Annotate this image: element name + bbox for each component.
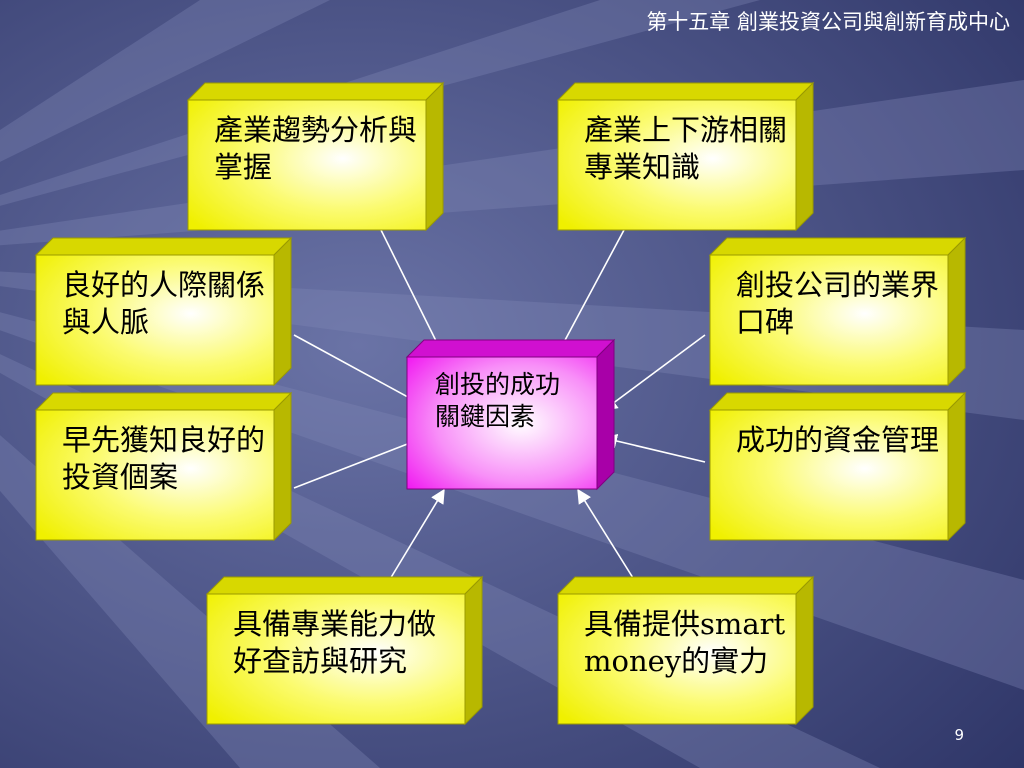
factor-box-early-insight xyxy=(34,391,293,542)
factor-box-smart-money xyxy=(556,575,815,726)
factor-label-early-insight: 早先獲知良好的投資個案 xyxy=(62,423,266,494)
factor-label-smart-money: 具備提供smart money的實力 xyxy=(584,607,786,678)
arrow-supply-chain xyxy=(555,229,625,359)
factor-box-reputation xyxy=(708,236,967,387)
factor-box-supply-chain xyxy=(556,81,815,232)
factor-box-industry-trend xyxy=(186,81,445,232)
boxes-layer xyxy=(34,81,967,726)
factor-label-due-diligence: 具備專業能力做好查訪與研究 xyxy=(233,607,437,678)
factor-label-reputation: 創投公司的業界口碑 xyxy=(736,268,940,339)
arrow-fund-management xyxy=(602,433,706,463)
arrow-early-insight xyxy=(293,433,430,489)
factor-box-relationships xyxy=(34,236,293,387)
center-box xyxy=(405,338,616,491)
chapter-header: 第十五章 創業投資公司與創新育成中心 xyxy=(646,10,1010,34)
page-number: 9 xyxy=(954,726,964,744)
arrow-relationships xyxy=(293,334,430,409)
factor-label-relationships: 良好的人際關係與人脈 xyxy=(62,268,266,339)
factor-label-supply-chain: 產業上下游相關專業知識 xyxy=(584,113,788,184)
arrows-layer xyxy=(293,229,706,595)
center-label: 創投的成功關鍵因素 xyxy=(435,370,561,431)
factor-label-industry-trend: 產業趨勢分析與掌握 xyxy=(214,113,418,184)
arrow-reputation xyxy=(602,334,706,411)
arrow-industry-trend xyxy=(380,229,445,359)
factor-box-due-diligence xyxy=(205,575,484,726)
factor-box-fund-management xyxy=(708,391,967,542)
factor-label-fund-management: 成功的資金管理 xyxy=(736,423,940,457)
